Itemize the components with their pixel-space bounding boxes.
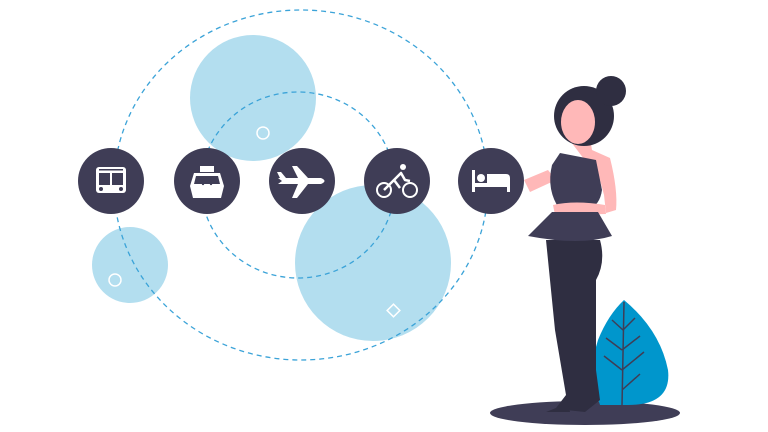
small-ring: [108, 273, 122, 287]
leaf-plant: [593, 300, 669, 407]
blue-circle-top: [190, 35, 316, 161]
woman-figure: [524, 76, 626, 412]
blue-circle-bottom-right: [295, 185, 451, 341]
ground-shadow: [490, 401, 680, 425]
bicycle-icon: [364, 148, 430, 214]
small-diamond: [386, 303, 401, 318]
airplane-icon: [269, 148, 335, 214]
bus-icon: [78, 148, 144, 214]
ship-icon: [174, 148, 240, 214]
bed-icon: [458, 148, 524, 214]
small-ring: [256, 126, 270, 140]
blue-circle-left: [92, 227, 168, 303]
